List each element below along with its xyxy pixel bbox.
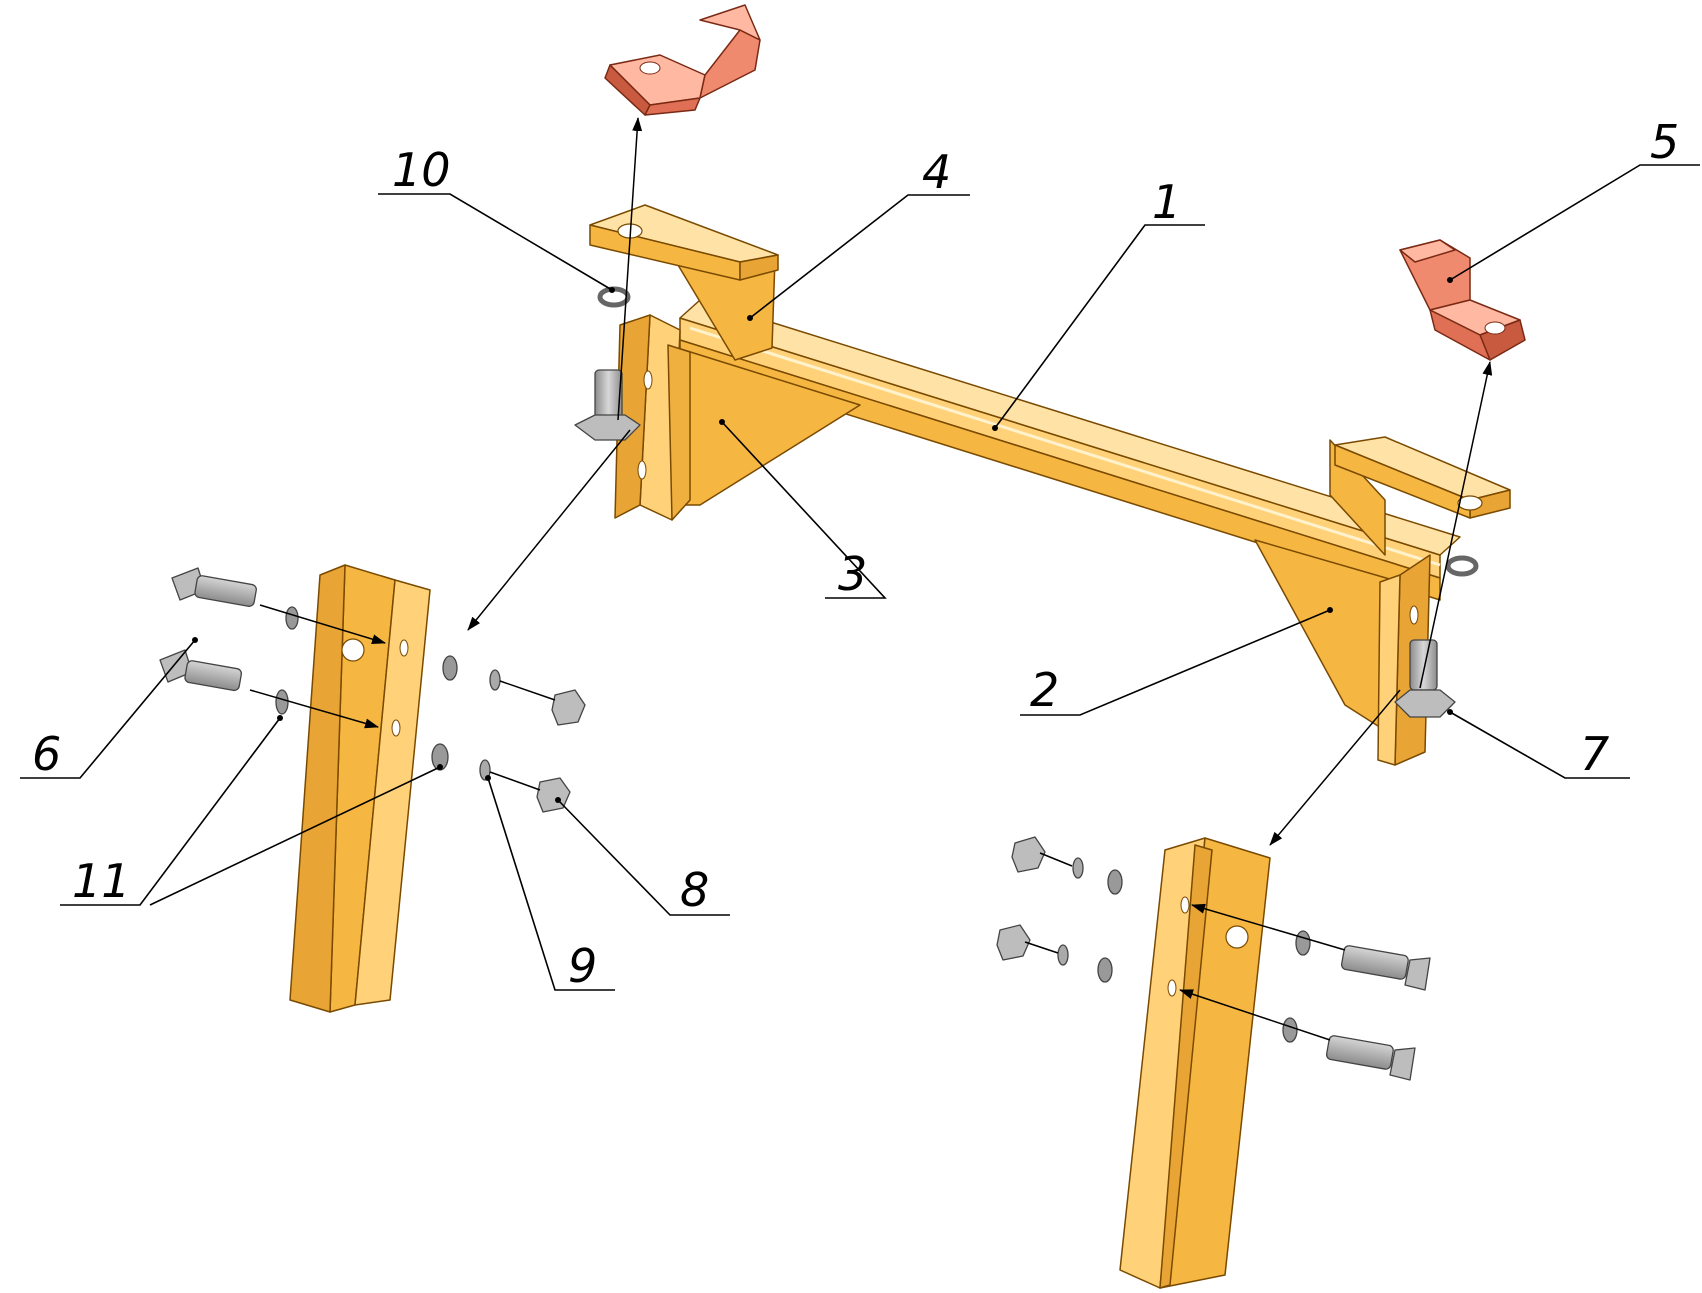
clamp-left <box>604 4 761 116</box>
callout-3: 3 <box>838 547 867 601</box>
cross-beam <box>679 299 1461 601</box>
clamp-right <box>1399 239 1526 361</box>
callout-5: 5 <box>1650 115 1679 169</box>
callout-7: 7 <box>1580 727 1609 781</box>
right-hardware-lower <box>996 924 1416 1081</box>
left-bracket <box>589 204 861 521</box>
assembly-arrows <box>249 117 1493 1041</box>
bolt-vertical-right <box>1394 555 1479 718</box>
right-hardware-upper <box>1011 836 1431 991</box>
callout-11: 11 <box>72 854 131 908</box>
right-leg <box>1119 837 1271 1289</box>
callout-10: 10 <box>392 143 451 197</box>
callout-labels: 1 2 3 4 5 6 7 8 9 10 11 <box>32 115 1679 993</box>
left-hardware-upper <box>171 567 586 726</box>
callout-8: 8 <box>680 863 709 917</box>
callout-6: 6 <box>32 727 61 781</box>
callout-9: 9 <box>568 939 597 993</box>
left-leg <box>289 564 431 1013</box>
callout-2: 2 <box>1030 663 1059 717</box>
callout-4: 4 <box>922 145 951 199</box>
callout-1: 1 <box>1152 175 1181 229</box>
callout-leaders <box>20 164 1700 991</box>
